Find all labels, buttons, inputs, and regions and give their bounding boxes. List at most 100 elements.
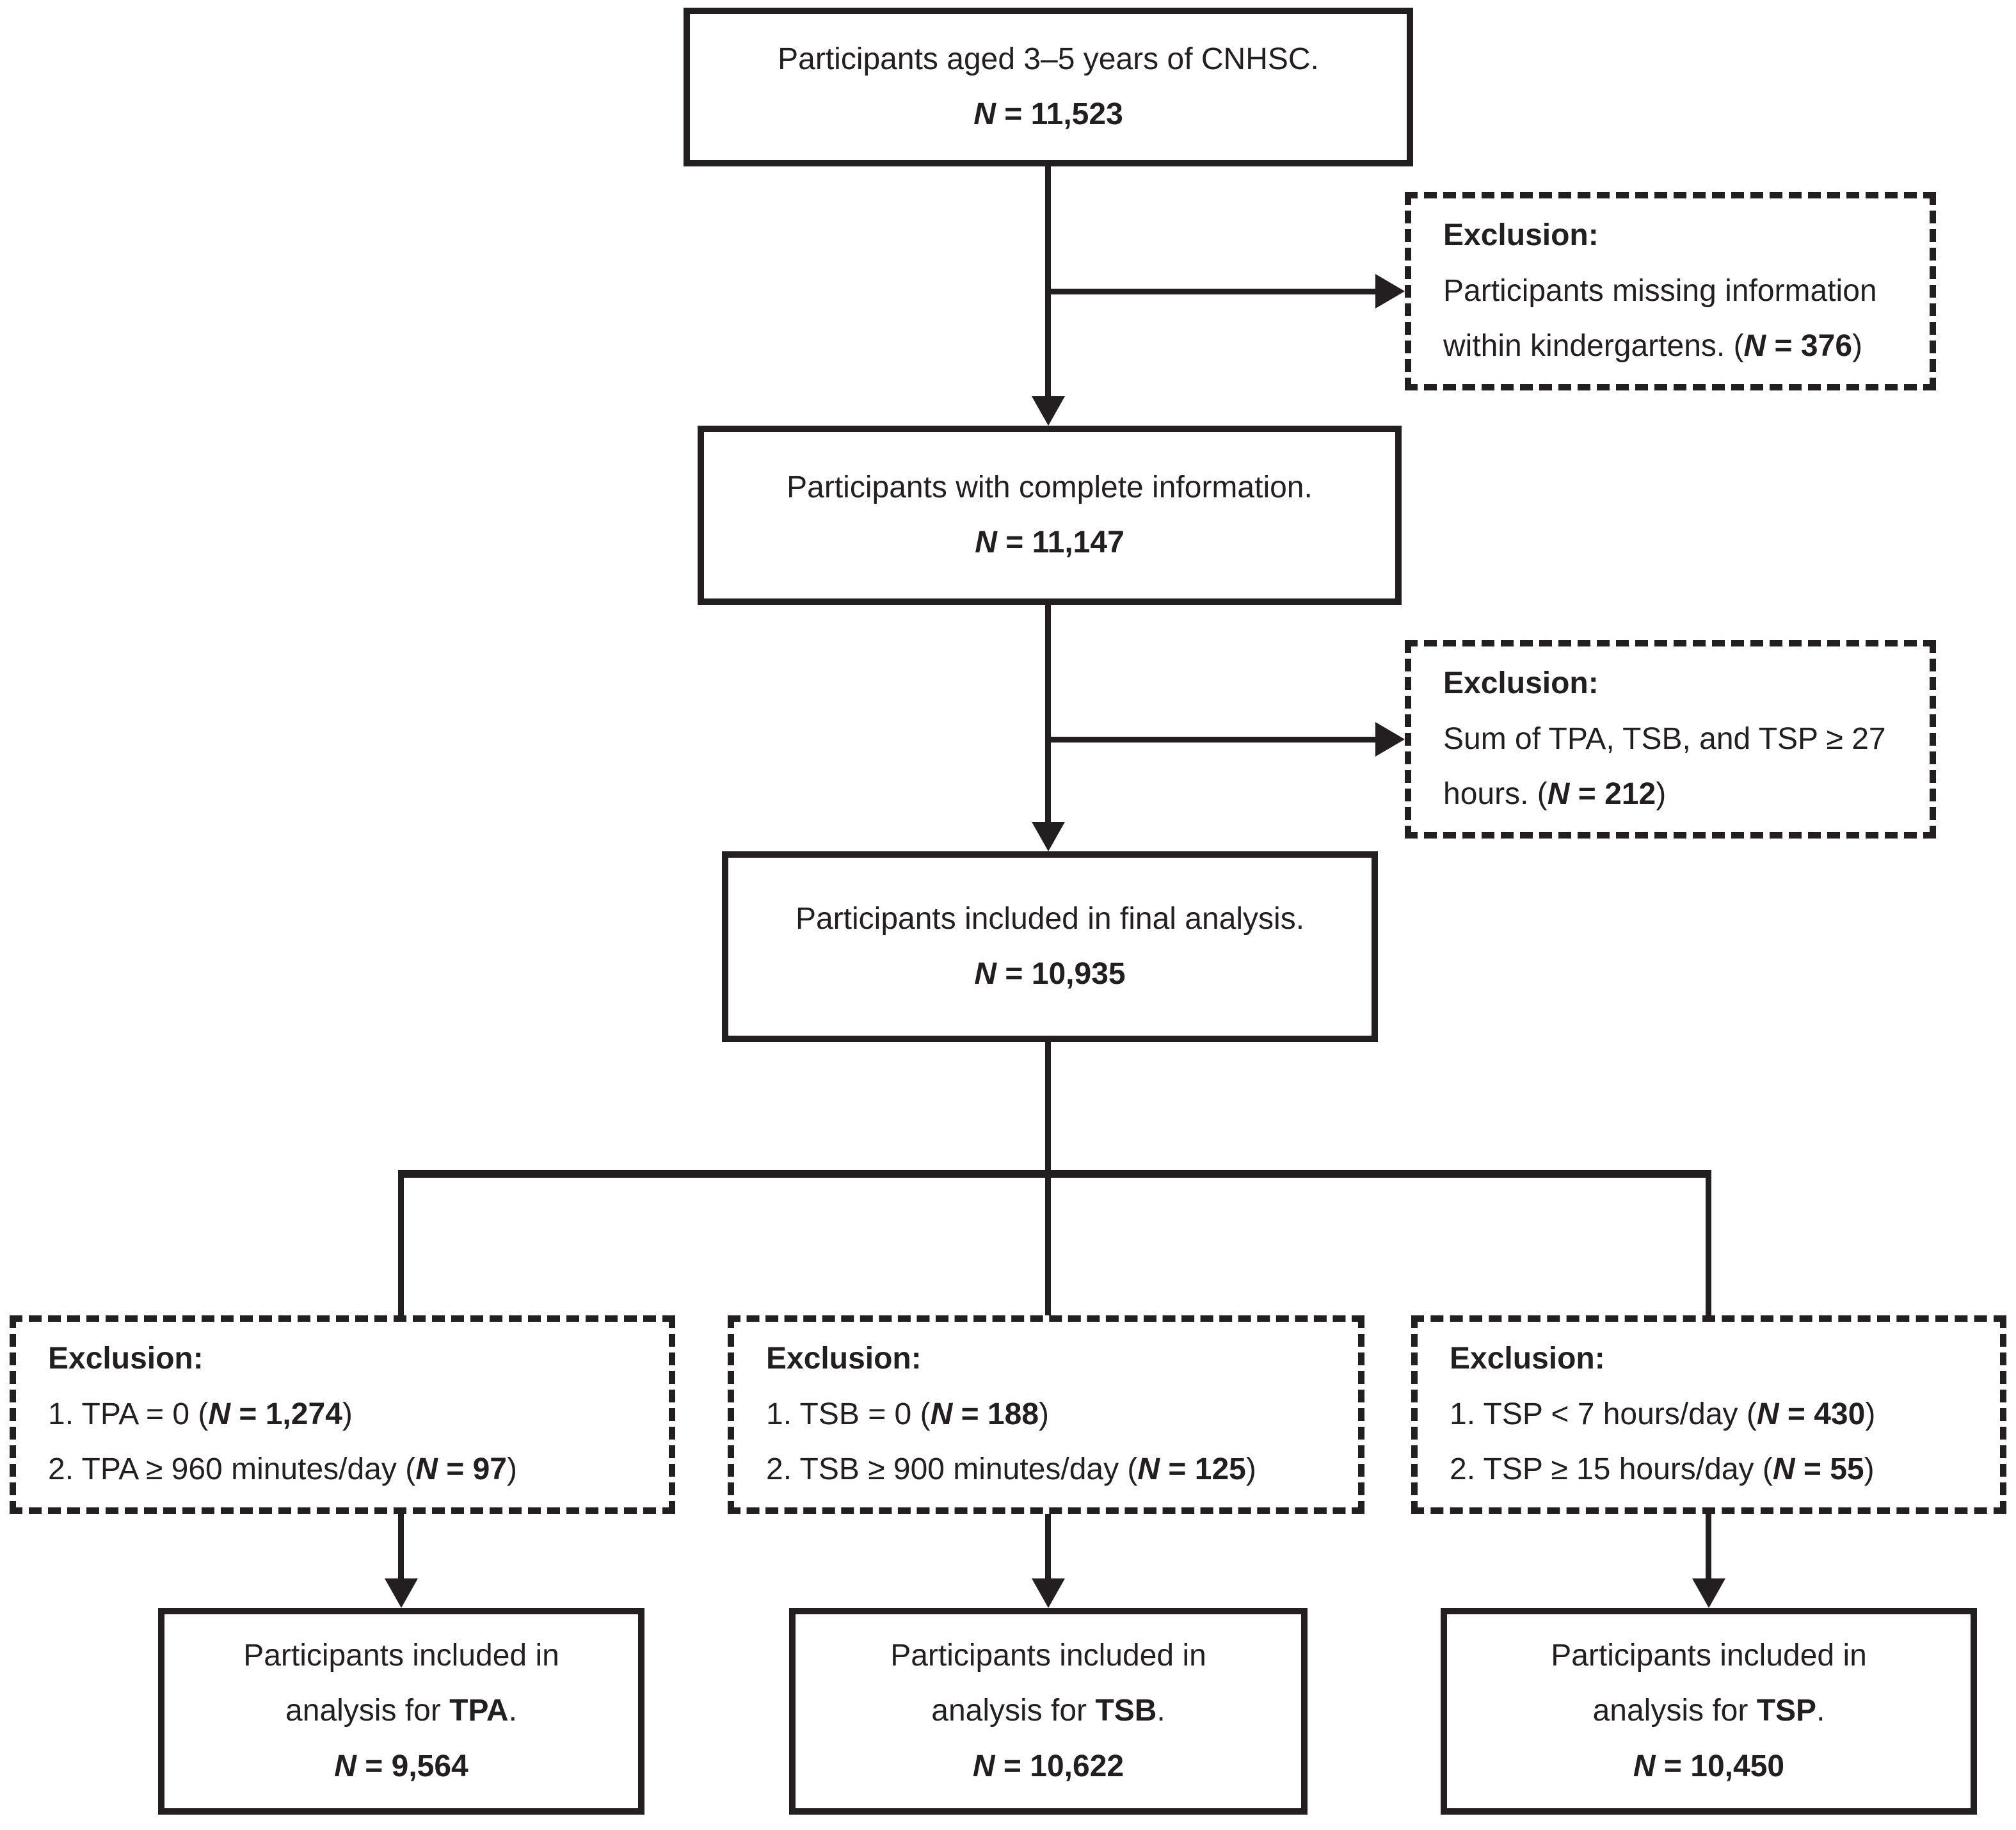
outcome-text: analysis for	[931, 1694, 1096, 1728]
n-value: = 11,147	[996, 526, 1124, 559]
node-cohort-count: N = 11,523	[973, 87, 1123, 142]
n-symbol: N	[1137, 1452, 1160, 1487]
n-value: = 97	[437, 1452, 507, 1487]
exclusion-text: )	[1656, 777, 1667, 812]
exclusion-item: 1. TSB = 0 (N = 188)	[766, 1387, 1326, 1442]
exclusion-text: 2. TPA ≥ 960 minutes/day (	[48, 1452, 416, 1487]
exclusion-text: )	[1865, 1397, 1876, 1431]
arrowhead-down-final	[1032, 822, 1065, 851]
outcome-text-line1: Participants included in	[1551, 1638, 1867, 1673]
node-outcome-tpa: Participants included in analysis for TP…	[158, 1608, 644, 1815]
node-final-count: N = 10,935	[974, 947, 1125, 1002]
exclusion-item: 2. TSB ≥ 900 minutes/day (N = 125)	[766, 1442, 1326, 1497]
connector-exclusion-sum	[1048, 737, 1377, 742]
exclusion-heading: Exclusion:	[1443, 218, 1599, 253]
n-value: = 212	[1569, 777, 1656, 812]
outcome-count: N = 10,450	[1633, 1739, 1784, 1794]
connector-tsb-outcome	[1045, 1514, 1051, 1578]
outcome-variable: TSP	[1756, 1694, 1817, 1728]
n-value: = 10,935	[996, 957, 1126, 991]
exclusion-item: 2. TPA ≥ 960 minutes/day (N = 97)	[48, 1442, 637, 1497]
node-complete-text: Participants with complete information.	[787, 470, 1313, 504]
exclusion-text-line: within kindergartens. (N = 376)	[1443, 319, 1898, 374]
exclusion-heading: Exclusion:	[766, 1342, 922, 1376]
exclusion-item: 1. TPA = 0 (N = 1,274)	[48, 1387, 637, 1442]
connector-split-tsp	[1706, 1170, 1711, 1315]
outcome-text: analysis for	[285, 1694, 450, 1728]
n-symbol: N	[1633, 1749, 1656, 1783]
exclusion-text: )	[1039, 1397, 1050, 1431]
exclusion-tsp-box: Exclusion: 1. TSP < 7 hours/day (N = 430…	[1411, 1315, 2006, 1514]
n-value: = 188	[952, 1397, 1039, 1431]
exclusion-text: 2. TSP ≥ 15 hours/day (	[1450, 1452, 1773, 1487]
exclusion-text-line: Sum of TPA, TSB, and TSP ≥ 27	[1443, 712, 1898, 767]
exclusion-text: 1. TPA = 0 (	[48, 1397, 209, 1431]
n-symbol: N	[1547, 777, 1570, 812]
exclusion-heading: Exclusion:	[1443, 666, 1599, 701]
outcome-text: .	[508, 1694, 517, 1728]
outcome-count: N = 9,564	[334, 1739, 468, 1794]
n-symbol: N	[1772, 1452, 1795, 1487]
n-value: = 11,523	[995, 97, 1123, 131]
arrowhead-right-exclusion-sum	[1375, 722, 1405, 757]
node-cohort-text: Participants aged 3–5 years of CNHSC.	[778, 42, 1319, 76]
n-symbol: N	[1743, 329, 1766, 364]
n-value: = 376	[1766, 329, 1853, 364]
exclusion-text: )	[1852, 329, 1862, 364]
n-symbol: N	[208, 1397, 231, 1431]
exclusion-item: 2. TSP ≥ 15 hours/day (N = 55)	[1450, 1442, 1968, 1497]
arrowhead-down-tpa	[385, 1578, 418, 1608]
n-value: = 1,274	[230, 1397, 342, 1431]
exclusion-text: 1. TSB = 0 (	[766, 1397, 931, 1431]
exclusion-text: )	[1245, 1452, 1256, 1487]
n-symbol: N	[973, 97, 996, 131]
connector-tpa-outcome	[398, 1514, 404, 1578]
exclusion-text: )	[342, 1397, 353, 1431]
n-symbol: N	[974, 957, 997, 991]
outcome-variable: TPA	[449, 1694, 509, 1728]
n-value: = 10,622	[995, 1749, 1124, 1783]
n-value: = 9,564	[356, 1749, 468, 1783]
connector-split-tpa	[398, 1170, 404, 1315]
exclusion-item: 1. TSP < 7 hours/day (N = 430)	[1450, 1387, 1968, 1442]
exclusion-tpa-box: Exclusion: 1. TPA = 0 (N = 1,274) 2. TPA…	[10, 1315, 675, 1514]
outcome-text-line2: analysis for TPA.	[285, 1683, 517, 1738]
node-final: Participants included in final analysis.…	[722, 851, 1378, 1042]
connector-final-split	[1045, 1042, 1051, 1178]
n-value: = 125	[1160, 1452, 1246, 1487]
outcome-text-line1: Participants included in	[243, 1638, 559, 1673]
arrowhead-down-tsb	[1032, 1578, 1065, 1608]
exclusion-text: 1. TSP < 7 hours/day (	[1450, 1397, 1757, 1431]
n-value: = 430	[1779, 1397, 1866, 1431]
node-final-text: Participants included in final analysis.	[795, 901, 1305, 936]
exclusion-text-line: hours. (N = 212)	[1443, 767, 1898, 822]
exclusion-text: within kindergartens. (	[1443, 329, 1744, 364]
outcome-text-line1: Participants included in	[890, 1638, 1206, 1673]
outcome-count: N = 10,622	[973, 1739, 1124, 1794]
outcome-text: analysis for	[1592, 1694, 1757, 1728]
n-symbol: N	[975, 526, 997, 559]
n-value: = 55	[1795, 1452, 1864, 1487]
arrowhead-right-exclusion-kindergarten	[1375, 274, 1405, 309]
node-outcome-tsb: Participants included in analysis for TS…	[789, 1608, 1308, 1815]
n-symbol: N	[415, 1452, 438, 1487]
exclusion-text-line: Participants missing information	[1443, 264, 1898, 319]
exclusion-text: hours. (	[1443, 777, 1548, 812]
exclusion-heading: Exclusion:	[1450, 1342, 1605, 1376]
exclusion-text: Participants missing information	[1443, 273, 1877, 308]
n-value: = 10,450	[1655, 1749, 1785, 1783]
node-complete: Participants with complete information. …	[698, 426, 1402, 605]
exclusion-tsb-box: Exclusion: 1. TSB = 0 (N = 188) 2. TSB ≥…	[728, 1315, 1364, 1514]
connector-exclusion-kindergarten	[1048, 289, 1377, 294]
connector-complete-final	[1045, 605, 1051, 824]
outcome-text-line2: analysis for TSP.	[1593, 1683, 1825, 1738]
node-outcome-tsp: Participants included in analysis for TS…	[1441, 1608, 1977, 1815]
arrowhead-down-tsp	[1692, 1578, 1725, 1608]
exclusion-text: Sum of TPA, TSB, and TSP ≥ 27	[1443, 721, 1886, 756]
n-symbol: N	[972, 1749, 995, 1783]
split-bar	[398, 1170, 1711, 1178]
outcome-text: .	[1156, 1694, 1165, 1728]
exclusion-text: 2. TSB ≥ 900 minutes/day (	[766, 1452, 1138, 1487]
exclusion-heading: Exclusion:	[48, 1342, 204, 1376]
